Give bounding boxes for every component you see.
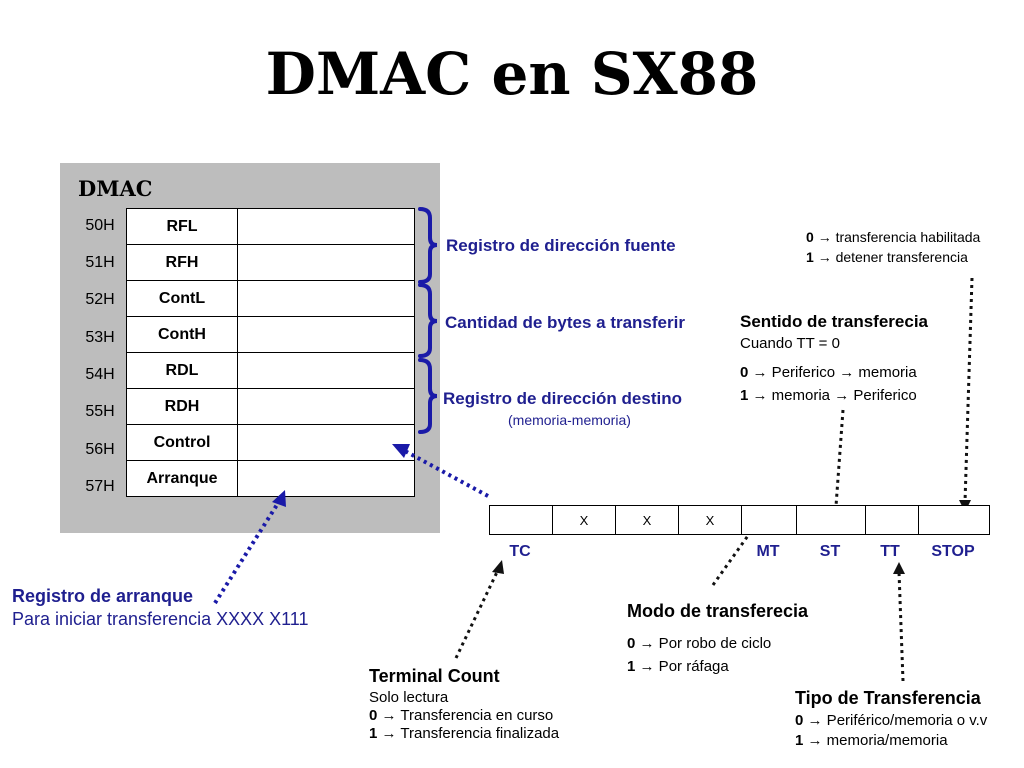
table-row: Control: [126, 424, 415, 461]
register-name: Arranque: [126, 460, 238, 497]
brace-cantidad: [418, 283, 438, 358]
register-value: [237, 460, 415, 497]
arrowhead-control: [392, 444, 410, 458]
register-value: [237, 280, 415, 317]
addr-label: 53H: [85, 329, 115, 346]
bit-value: 1: [795, 732, 804, 749]
bit-value: 1: [627, 658, 636, 675]
tipo-line-2: → memoria/memoria: [807, 732, 948, 749]
group-destino-note: (memoria-memoria): [508, 412, 631, 428]
modo-line-1: → Por robo de ciclo: [639, 635, 772, 652]
addr-label: 55H: [85, 403, 115, 420]
register-name: Control: [126, 424, 238, 461]
stop-line-1: → transferencia habilitada: [817, 229, 981, 245]
terminal-line-2: → Transferencia finalizada: [381, 725, 560, 742]
addr-label: 57H: [85, 478, 115, 495]
register-name: RFL: [126, 208, 238, 245]
table-row: RDL: [126, 352, 415, 389]
arranque-text: Para iniciar transferencia XXXX X111: [12, 609, 309, 629]
register-table: RFL RFH ContL ContH RDL RDH Control Arra…: [126, 208, 415, 497]
bit-cell: X: [552, 505, 616, 535]
table-row: X X X: [489, 505, 990, 535]
bit-cell: [918, 505, 990, 535]
bit-value: 0: [806, 229, 814, 245]
table-row: Arranque: [126, 460, 415, 497]
table-row: RFL: [126, 208, 415, 245]
addr-label: 52H: [85, 291, 115, 308]
bit-cell: [489, 505, 553, 535]
bit-cell: [796, 505, 866, 535]
arrowhead-tc: [492, 560, 504, 574]
sentido-title: Sentido de transferecia: [740, 312, 929, 331]
group-cantidad-label: Cantidad de bytes a transferir: [445, 313, 685, 332]
terminal-sub: Solo lectura: [369, 689, 449, 706]
bit-value: 1: [806, 249, 814, 265]
table-row: RDH: [126, 388, 415, 425]
bit-label-tt: TT: [880, 543, 900, 560]
modo-options: 0 → Por robo de ciclo 1 → Por ráfaga: [627, 632, 771, 678]
register-value: [237, 244, 415, 281]
register-name: ContL: [126, 280, 238, 317]
arrow-tc: [454, 569, 500, 659]
stop-line-2: → detener transferencia: [817, 249, 968, 265]
sentido-line-2: → memoria → Periferico: [752, 387, 917, 404]
register-name: RDH: [126, 388, 238, 425]
arrowhead-tt: [893, 562, 905, 574]
bit-value: 0: [795, 712, 804, 729]
bit-cell: [865, 505, 919, 535]
panel-title: DMAC: [78, 176, 153, 201]
modo-title: Modo de transferecia: [627, 601, 809, 621]
stop-note: 0 → transferencia habilitada 1 → detener…: [806, 227, 980, 267]
sentido-line-1: → Periferico → memoria: [752, 364, 917, 381]
register-value: [237, 424, 415, 461]
brace-fuente: [418, 207, 438, 284]
addr-label: 54H: [85, 366, 115, 383]
table-row: ContL: [126, 280, 415, 317]
register-name: RDL: [126, 352, 238, 389]
sentido-cond: Cuando TT = 0: [740, 335, 840, 352]
page-title: DMAC en SX88: [265, 40, 759, 108]
terminal-options: Solo lectura 0 → Transferencia en curso …: [369, 689, 559, 743]
register-name: ContH: [126, 316, 238, 353]
tipo-options: 0 → Periférico/memoria o v.v 1 → memoria…: [795, 711, 987, 751]
tipo-line-1: → Periférico/memoria o v.v: [807, 712, 988, 729]
sentido-options: 0 → Periferico → memoria 1 → memoria → P…: [740, 363, 917, 406]
arrow-tt: [897, 571, 905, 682]
bit-label-mt: MT: [756, 543, 780, 560]
addr-label: 50H: [85, 217, 115, 234]
bit-value: 0: [740, 364, 749, 381]
terminal-title: Terminal Count: [369, 666, 500, 686]
register-value: [237, 208, 415, 245]
bit-cell: [741, 505, 797, 535]
control-bits-table: X X X: [489, 505, 990, 535]
tipo-title: Tipo de Transferencia: [795, 688, 981, 708]
register-value: [237, 388, 415, 425]
addr-label: 51H: [85, 254, 115, 271]
group-fuente-label: Registro de dirección fuente: [446, 236, 676, 255]
addr-label: 56H: [85, 441, 115, 458]
arrow-stop: [963, 277, 974, 503]
bit-cell: X: [615, 505, 679, 535]
arranque-title: Registro de arranque: [12, 586, 194, 606]
arrow-control: [404, 449, 489, 498]
bit-value: 1: [740, 387, 749, 404]
modo-line-2: → Por ráfaga: [639, 658, 729, 675]
bit-value: 1: [369, 725, 378, 742]
group-destino-label: Registro de dirección destino: [443, 389, 682, 408]
bit-label-stop: STOP: [931, 543, 975, 560]
bit-value: 0: [627, 635, 636, 652]
arrow-st: [834, 409, 845, 507]
arrowhead-arranque: [272, 490, 286, 507]
bit-value: 0: [369, 707, 378, 724]
terminal-line-1: → Transferencia en curso: [381, 707, 554, 724]
bit-cell: X: [678, 505, 742, 535]
bit-label-st: ST: [819, 543, 841, 560]
arrow-arranque: [213, 498, 282, 605]
brace-destino: [418, 358, 438, 434]
arrow-mt: [711, 529, 754, 586]
register-name: RFH: [126, 244, 238, 281]
register-value: [237, 352, 415, 389]
table-row: RFH: [126, 244, 415, 281]
bit-label-tc: TC: [509, 543, 531, 560]
